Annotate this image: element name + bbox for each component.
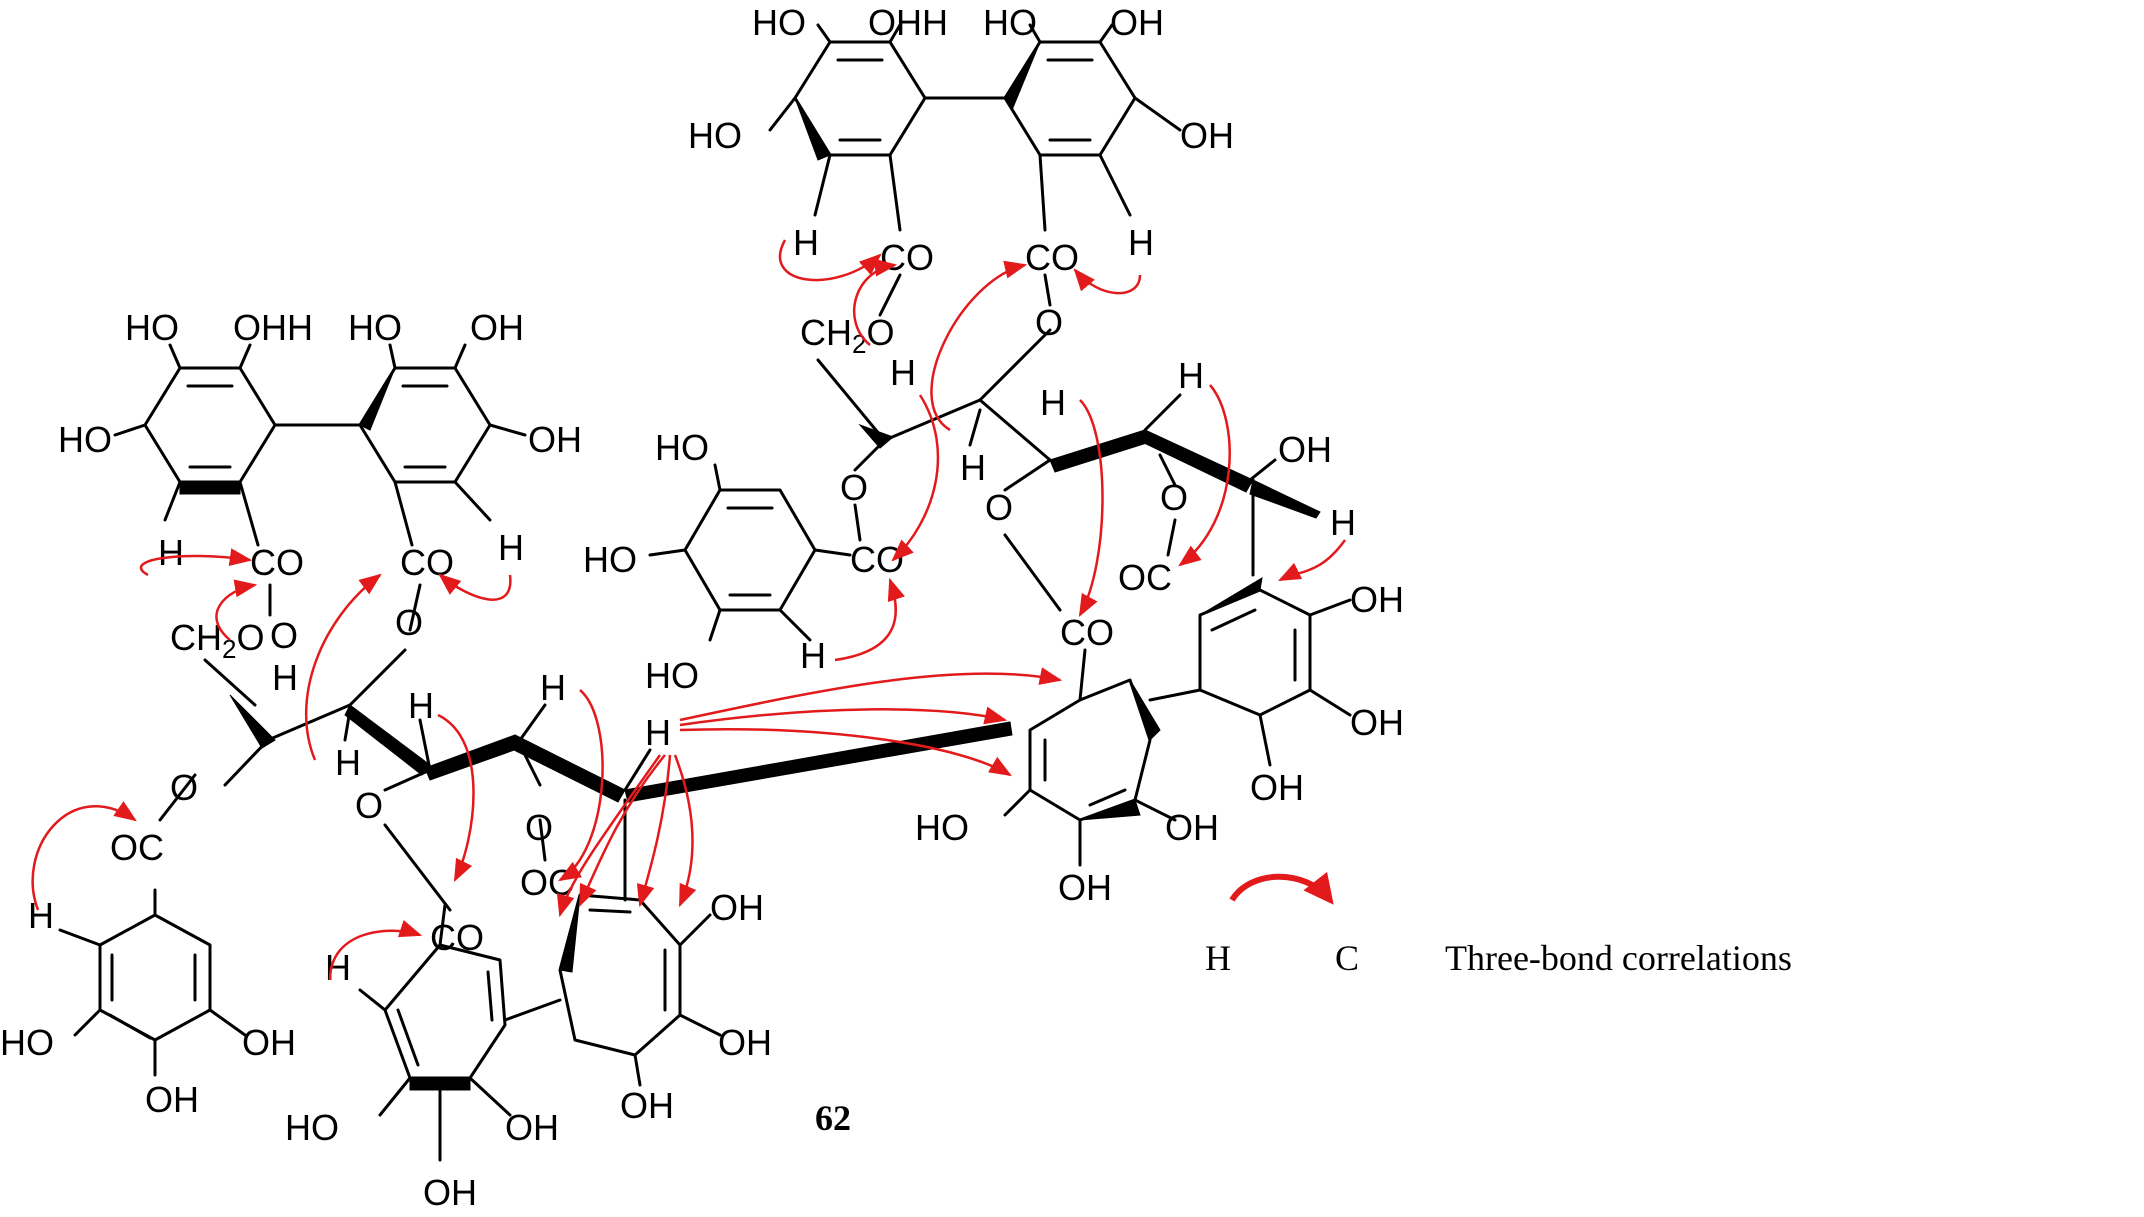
oh-label: OH bbox=[242, 1022, 296, 1063]
h-label: H bbox=[890, 352, 916, 393]
legend: H C Three-bond correlations bbox=[1205, 871, 1792, 978]
oh-label: OH bbox=[423, 1172, 477, 1212]
oh-label: HO bbox=[915, 807, 969, 848]
top-hhdp-unit: HO OHH HO OH HO OH H H CO CO O CH2O bbox=[688, 2, 1234, 359]
oh-label: OHH bbox=[233, 307, 313, 348]
carbonyl-label: OC bbox=[110, 827, 164, 868]
ester-o-label: O bbox=[985, 487, 1013, 528]
carbonyl-label: CO bbox=[430, 917, 484, 958]
lower-hhdp-ring-b bbox=[558, 893, 682, 1057]
oh-label: OH bbox=[1350, 579, 1404, 620]
h-label: H bbox=[960, 447, 986, 488]
lower-hhdp-unit: CO H HO OH OH OH OH OH bbox=[285, 887, 772, 1213]
carbonyl-label: CO bbox=[1025, 237, 1079, 278]
oh-label: OH bbox=[1180, 115, 1234, 156]
oh-label: OH bbox=[470, 307, 524, 348]
carbonyl-label: CO bbox=[400, 542, 454, 583]
oh-label: HO bbox=[752, 2, 806, 43]
hmbc-correlation-arrows bbox=[31, 239, 1347, 981]
oh-label: HO bbox=[0, 1022, 54, 1063]
legend-caption: Three-bond correlations bbox=[1445, 938, 1792, 978]
legend-h-label: H bbox=[1205, 938, 1231, 978]
h-label: H bbox=[272, 657, 298, 698]
oh-label: OH bbox=[620, 1085, 674, 1126]
left-hhdp-unit: HO OHH HO OH HO OH H H CO CO O O CH2O bbox=[58, 307, 582, 664]
upper-glucose-core: H H H H OH H O O O OC bbox=[816, 328, 1356, 612]
h-label: H bbox=[1330, 502, 1356, 543]
carbonyl-label: CO bbox=[250, 542, 304, 583]
lower-glucose-core: H H H H H O O O OC bbox=[158, 648, 1013, 912]
h-label: H bbox=[1128, 222, 1154, 263]
h-label: H bbox=[793, 222, 819, 263]
legend-arrow-icon bbox=[1229, 871, 1334, 905]
h-label: H bbox=[1040, 382, 1066, 423]
h-label: H bbox=[158, 532, 184, 573]
compound-number: 62 bbox=[815, 1098, 851, 1138]
oh-label: HO bbox=[655, 427, 709, 468]
oh-label: HO bbox=[645, 655, 699, 696]
h-label: H bbox=[800, 635, 826, 676]
oh-label: OH bbox=[145, 1079, 199, 1120]
oh-label: HO bbox=[348, 307, 402, 348]
carbonyl-label: OC bbox=[1118, 557, 1172, 598]
right-lower-ring bbox=[1028, 678, 1152, 822]
oh-label: HO bbox=[583, 539, 637, 580]
ester-o-label: O bbox=[395, 602, 423, 643]
h-label: H bbox=[28, 895, 54, 936]
h-label: H bbox=[645, 712, 671, 753]
oh-label: HO bbox=[285, 1107, 339, 1148]
oh-label: OHH bbox=[868, 2, 948, 43]
h-label: H bbox=[540, 667, 566, 708]
ester-o-label: O bbox=[840, 467, 868, 508]
h-label: H bbox=[498, 527, 524, 568]
oh-label: OH bbox=[528, 419, 582, 460]
ch2o-label: CH2O bbox=[800, 312, 894, 359]
oh-label: OH bbox=[1165, 807, 1219, 848]
carbonyl-label: CO bbox=[1060, 612, 1114, 653]
right-hhdp-unit: CO OH OH OH HO OH OH bbox=[915, 577, 1404, 908]
h-label: H bbox=[1178, 355, 1204, 396]
ester-o-label: O bbox=[1160, 477, 1188, 518]
oh-label: HO bbox=[688, 115, 742, 156]
oh-label: OH bbox=[1350, 702, 1404, 743]
h-label: H bbox=[408, 685, 434, 726]
carbonyl-label: CO bbox=[850, 539, 904, 580]
ester-o-label: O bbox=[270, 615, 298, 656]
oh-label: HO bbox=[58, 419, 112, 460]
oh-label: OH bbox=[1058, 867, 1112, 908]
oh-label: OH bbox=[718, 1022, 772, 1063]
oh-label: HO bbox=[125, 307, 179, 348]
oh-label: OH bbox=[710, 887, 764, 928]
lower-hhdp-ring-a bbox=[383, 943, 507, 1080]
ester-o-label: O bbox=[1035, 302, 1063, 343]
oh-label: OH bbox=[1110, 2, 1164, 43]
ch2o-label: CH2O bbox=[170, 617, 264, 664]
lower-left-galloyl-unit: OC H HO OH OH bbox=[0, 827, 296, 1120]
ester-o-label: O bbox=[525, 807, 553, 848]
carbonyl-label: CO bbox=[880, 237, 934, 278]
oh-label: OH bbox=[505, 1107, 559, 1148]
legend-c-label: C bbox=[1335, 938, 1359, 978]
oh-label: OH bbox=[1278, 429, 1332, 470]
oh-label: HO bbox=[983, 2, 1037, 43]
ester-o-label: O bbox=[170, 767, 198, 808]
oh-label: OH bbox=[1250, 767, 1304, 808]
ester-o-label: O bbox=[355, 785, 383, 826]
h-label: H bbox=[335, 742, 361, 783]
